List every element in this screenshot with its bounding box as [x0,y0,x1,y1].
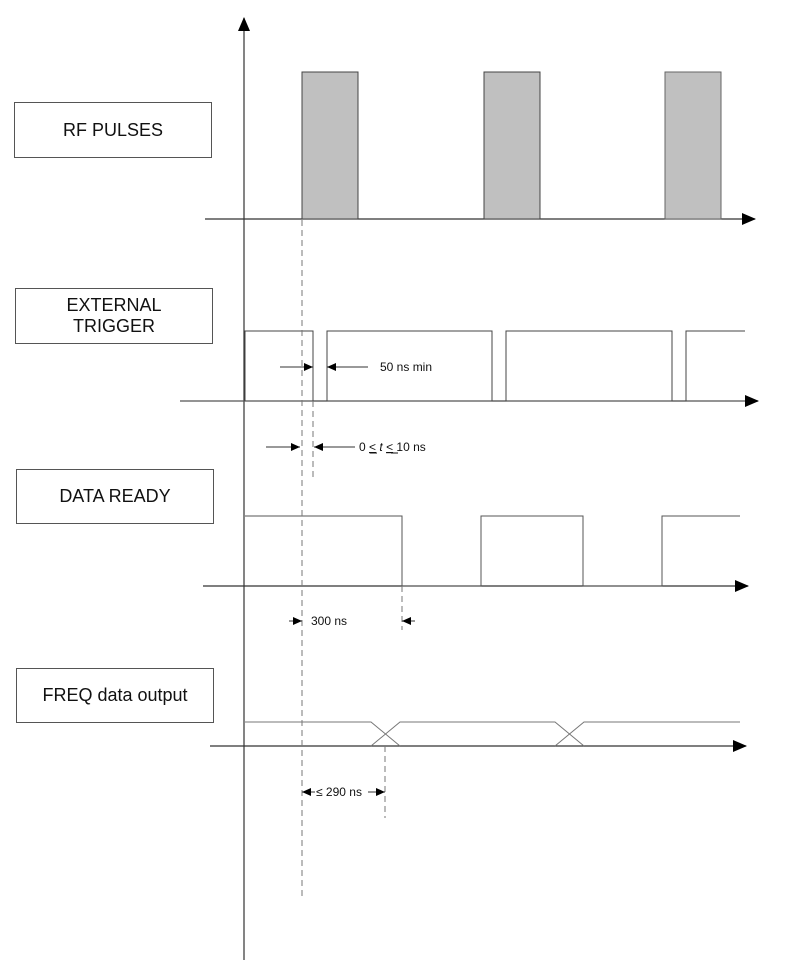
rf-pulses-label-text: RF PULSES [62,119,164,140]
freq-signal [210,721,747,752]
external-trigger-label: EXTERNAL TRIGGER [15,288,213,344]
trigger-delay-variable: t [379,440,383,454]
trigger-delay-suffix: 10 ns [393,440,426,454]
trigger-waveform [244,330,745,402]
trigger-delay-le-1: < [369,440,376,454]
external-trigger-label-line1: EXTERNAL [66,295,162,315]
data-ready-label-text: DATA READY [59,486,171,506]
freq-data-output-label-text: FREQ data output [42,685,188,705]
external-trigger-signal [180,330,759,407]
rf-pulse-1 [301,71,359,220]
rf-pulse-2 [483,71,541,220]
trigger-delay-le-2: < [386,440,393,454]
freq-data-output-label: FREQ data output [16,668,214,723]
rf-pulses-label: RF PULSES [14,102,212,158]
data-ready-waveform [245,515,740,587]
freq-delay-label: ≤ 290 ns [316,785,362,799]
data-ready-delay-label: 300 ns [311,614,347,628]
rf-pulses-signal [205,71,756,225]
freq-bus-top-3 [554,721,740,747]
freq-bus-top [245,721,401,747]
external-trigger-label-line2: TRIGGER [72,316,155,336]
data-ready-label: DATA READY [16,469,214,524]
data-ready-signal [203,515,749,592]
freq-bus-top-2 [370,721,585,747]
pulse-gap-label: 50 ns min [380,360,432,374]
rf-pulse-3 [664,71,722,220]
trigger-delay-prefix: 0 [359,440,369,454]
trigger-delay-label: 0 < t < 10 ns [359,440,426,454]
